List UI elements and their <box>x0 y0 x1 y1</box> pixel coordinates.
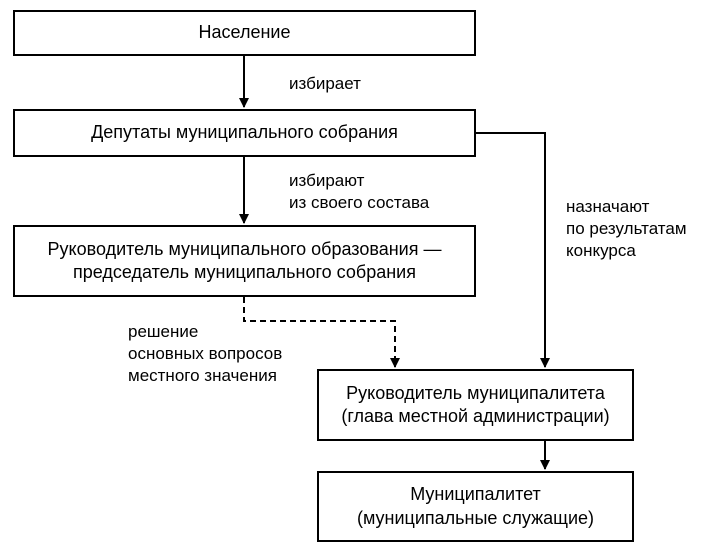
edge-label-appoint-line-2: по результатам <box>566 219 687 239</box>
population-text: Население <box>198 22 291 43</box>
edge-label-elect-from-own-line-2: из своего состава <box>289 193 430 213</box>
deputies-box: Депутаты муниципального собрания <box>13 109 476 157</box>
edge-label-decide-line-2: основных вопросов <box>128 344 283 364</box>
head-of-municipal-formation-box: Руководитель муниципального образования … <box>13 225 476 297</box>
deputies-text: Депутаты муниципального собрания <box>91 122 398 143</box>
edge-label-elects-line-1: избирает <box>289 74 361 93</box>
head-municipality-text-line-2: (глава местной администрации) <box>341 406 610 426</box>
municipality-box: Муниципалитет (муниципальные служащие) <box>317 471 634 542</box>
edge-label-elect-from-own: избирают из своего состава <box>289 170 429 214</box>
edge-label-decide: решение основных вопросов местного значе… <box>128 321 282 387</box>
edge-label-decide-line-3: местного значения <box>128 366 277 386</box>
municipality-text-line-1: Муниципалитет <box>410 484 541 505</box>
municipality-text-line-2: (муниципальные служащие) <box>356 507 595 528</box>
edge-label-appoint: назначают по результатам конкурса <box>566 196 687 262</box>
dashed-arrow-head-mo-to-head-municipality <box>243 297 400 368</box>
edge-label-elect-from-own-line-1: избирают <box>289 171 365 190</box>
head-municipality-text-line-1: Руководитель муниципалитета <box>346 382 605 403</box>
edge-label-elects: избирает <box>289 73 361 95</box>
head-mo-text-line-1: Руководитель муниципального образования … <box>47 238 442 259</box>
arrow-deputies-to-head-municipality <box>476 132 550 368</box>
edge-label-appoint-line-3: конкурса <box>566 241 636 261</box>
population-box: Население <box>13 10 476 56</box>
edge-label-appoint-line-1: назначают <box>566 197 650 216</box>
edge-label-decide-line-1: решение <box>128 322 199 341</box>
head-of-municipality-box: Руководитель муниципалитета (глава местн… <box>317 369 634 441</box>
head-mo-text-line-2: председатель муниципального собрания <box>73 262 416 282</box>
